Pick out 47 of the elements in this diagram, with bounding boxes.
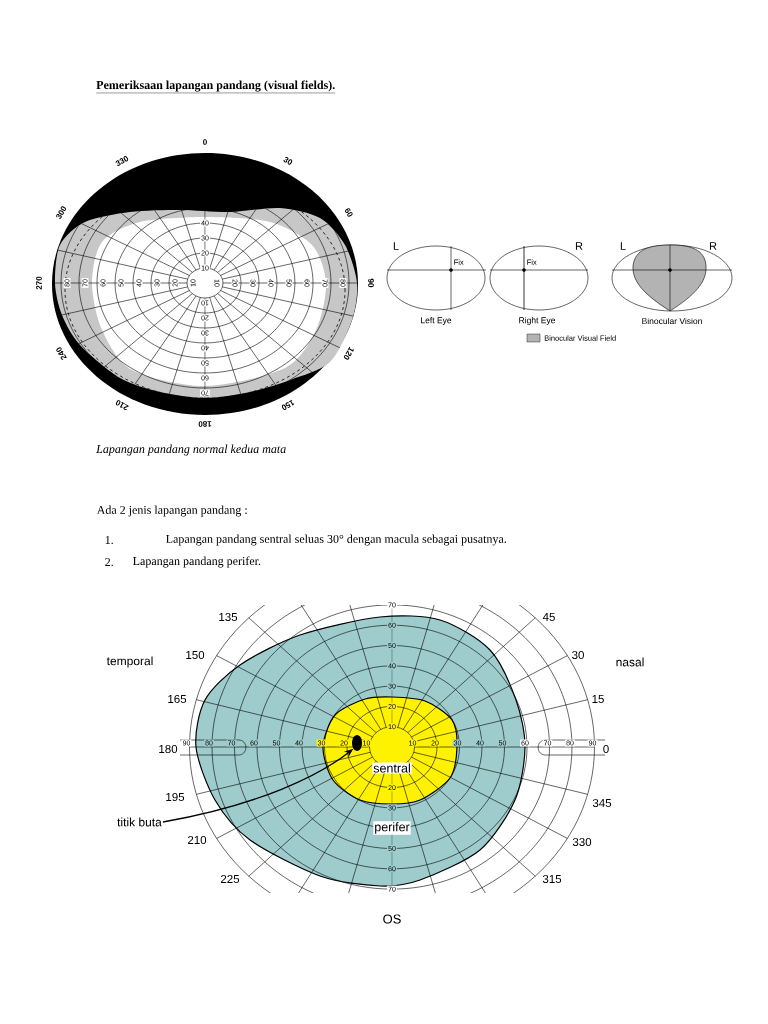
degree-label: 0	[203, 139, 207, 145]
list-item: Lapangan pandang sentral seluas 30° dengan macula sebagai pusatnya.	[166, 534, 506, 546]
heading: Pemeriksaan lapangan pandang (visual fields).	[96, 80, 336, 94]
degree-label: 90	[368, 278, 374, 288]
degree-label: 150	[281, 399, 295, 411]
degree-label: 330	[115, 155, 129, 166]
degree-label: 135	[219, 612, 238, 622]
side-letter: R	[575, 242, 583, 250]
degree-label: 345	[592, 798, 612, 808]
side-label: nasal	[616, 657, 644, 667]
degree-label: 330	[572, 837, 592, 847]
degree-label: 180	[198, 421, 212, 427]
degree-label: 150	[186, 650, 205, 660]
degree-label: 270	[36, 276, 42, 290]
degree-label: 300	[56, 206, 67, 219]
side-label: temporal	[106, 656, 153, 668]
degree-label: 60	[345, 208, 353, 217]
list-item: Lapangan pandang perifer.	[133, 556, 261, 568]
degree-label: 180	[159, 744, 178, 754]
degree-label: 45	[542, 613, 555, 621]
side-letter: R	[709, 242, 717, 250]
degree-label: 30	[283, 157, 293, 165]
callout-text: titik buta	[117, 817, 162, 827]
region-label: sentral	[372, 762, 412, 774]
degree-label: 210	[115, 400, 129, 411]
degree-label: 0	[603, 744, 609, 754]
side-letter: L	[620, 242, 626, 250]
list-number: 2.	[105, 557, 113, 567]
degree-label: 225	[221, 874, 240, 884]
region-label: perifer	[373, 821, 411, 835]
degree-label: 240	[56, 347, 67, 360]
degree-label: 195	[166, 792, 185, 802]
blind-spot	[352, 735, 362, 751]
eye-caption: Right Eye	[519, 317, 556, 325]
list-number: 1.	[105, 535, 113, 545]
degree-label: 30	[572, 650, 584, 660]
degree-label: 15	[592, 695, 604, 703]
degree-label: 210	[188, 835, 207, 845]
side-letter: L	[393, 242, 399, 250]
figure-caption: Lapangan pandang normal kedua mata	[96, 444, 286, 456]
degree-label: 165	[168, 694, 187, 704]
body-text: Ada 2 jenis lapangan pandang :	[96, 505, 247, 517]
eye-caption: Left Eye	[421, 317, 452, 325]
eye-label: OS	[383, 914, 401, 924]
eye-caption: Binocular Vision	[642, 317, 702, 325]
degree-label: 120	[343, 346, 354, 360]
degree-label: 315	[542, 874, 562, 884]
